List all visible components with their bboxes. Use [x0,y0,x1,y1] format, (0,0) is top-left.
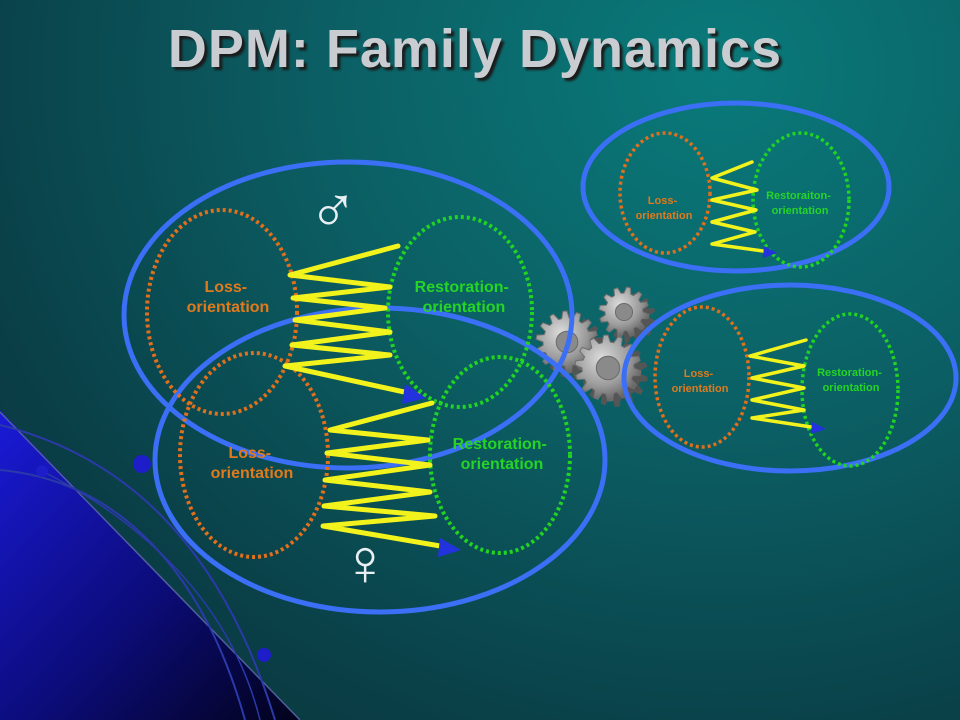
corner-decoration [0,410,301,720]
page-title: DPM: Family Dynamics [167,19,783,79]
bottom-loss-label: Loss- orientation [672,368,729,395]
bottom-family-ellipse [621,282,959,474]
top-restoration-label: Restoraiton- orientation [766,190,834,217]
gear-hub [595,355,621,381]
male-loss-label: Loss- orientation [187,279,270,316]
top-loss-ellipse [618,131,712,255]
bottom-oscillation-arrowhead [811,422,826,434]
male-oscillation-arrow [282,243,421,398]
male-loss-ellipse [145,208,299,416]
bottom-restoration-label: Restoration- orientation [817,367,885,394]
bottom-oscillation-arrow [748,338,820,430]
small-family-group-top: Loss- orientation Restoraiton- orientati… [580,100,892,274]
male-symbol-icon: ♂ [308,170,358,244]
female-restoration-label: Restoration- orientation [453,436,552,473]
top-restoration-ellipse [751,131,851,269]
top-loss-label: Loss- orientation [636,195,693,222]
gears-icon [535,286,656,407]
main-family-group: Loss- orientation Restoration- orientati… [121,159,608,615]
female-loss-label: Loss- orientation [211,445,294,482]
female-symbol-icon: ♀ [340,525,390,599]
female-restoration-ellipse [428,355,572,555]
female-oscillation-arrowhead [438,538,461,557]
male-restoration-label: Restoration- orientation [415,279,514,316]
bottom-restoration-ellipse [800,312,900,468]
gear-hub [614,302,634,322]
top-oscillation-arrow [710,160,772,254]
male-family-ellipse [121,159,575,471]
top-oscillation-arrowhead [763,246,777,258]
bottom-loss-ellipse [653,305,751,449]
male-oscillation-arrowhead [402,384,426,404]
top-family-ellipse [580,100,892,274]
male-restoration-ellipse [386,215,534,409]
female-oscillation-arrow [320,400,455,551]
small-family-group-bottom: Loss- orientation Restoration- orientati… [621,282,959,474]
